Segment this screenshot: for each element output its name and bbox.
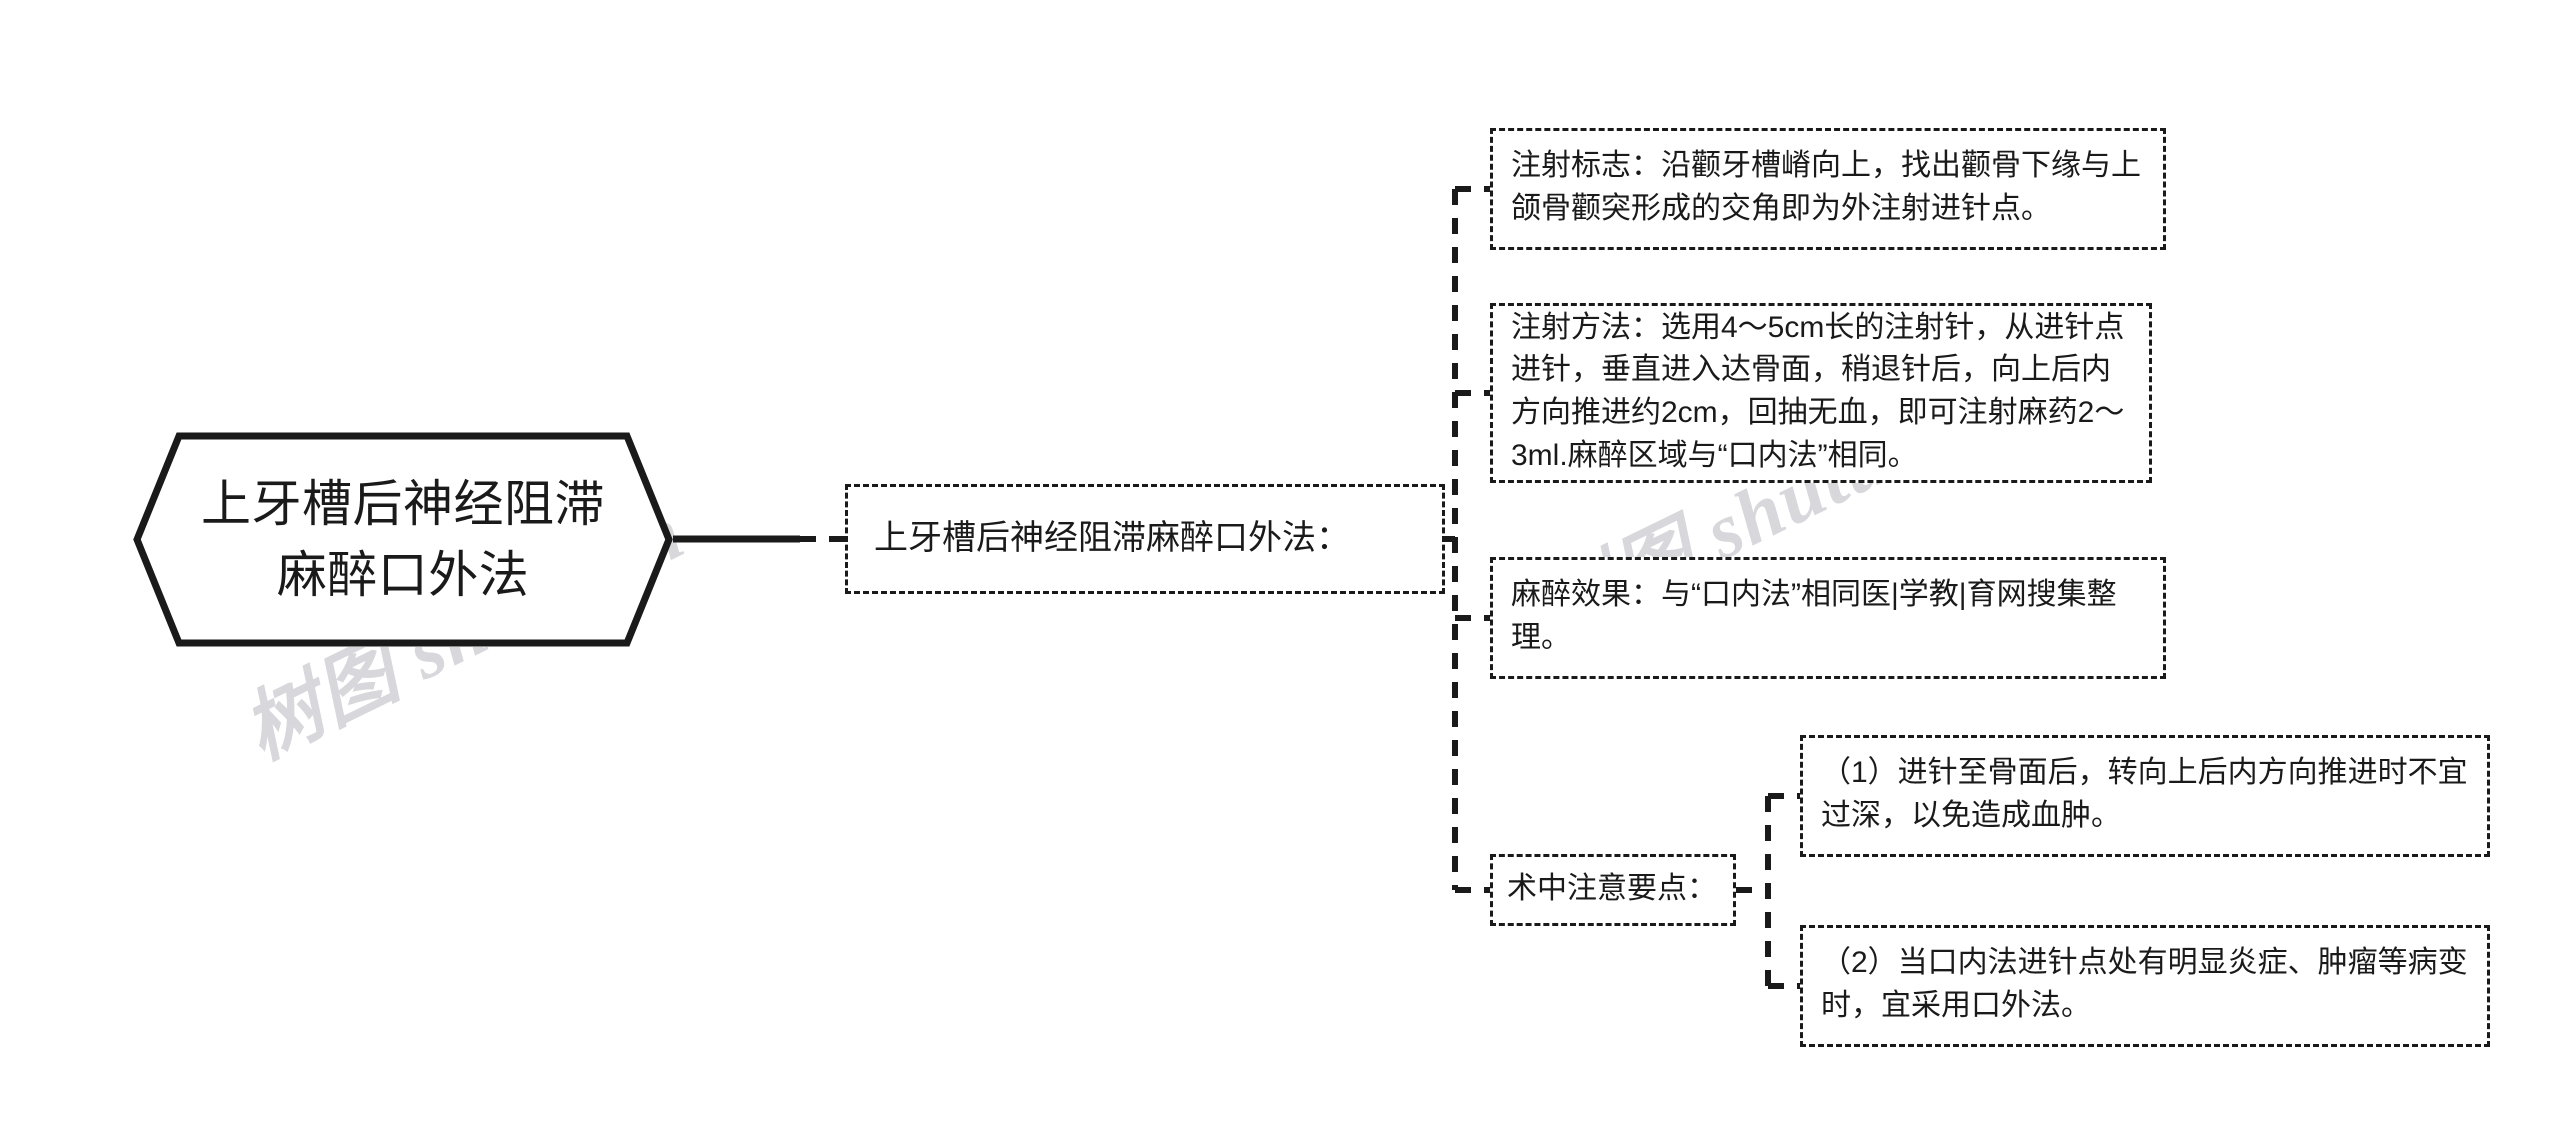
level2-node-label: 上牙槽后神经阻滞麻醉口外法： [874, 518, 1350, 557]
root-node[interactable]: 上牙槽后神经阻滞麻醉口外法 [133, 432, 673, 647]
connector-notes-subtrunk [1765, 793, 1800, 989]
sub-branch-node-note-2[interactable]: （2）当口内法进针点处有明显炎症、肿瘤等病变时，宜采用口外法。 [1800, 925, 2490, 1047]
branch-node-operative-notes[interactable]: 术中注意要点： [1490, 854, 1736, 926]
root-node-fill [133, 432, 673, 647]
branch-node-label: 麻醉效果：与“口内法”相同医|学教|育网搜集整理。 [1511, 578, 2117, 654]
connector-trunk-branches [1455, 186, 1490, 893]
root-node-outline [133, 432, 673, 647]
sub-branch-node-label: （1）进针至骨面后，转向上后内方向推进时不宜过深，以免造成血肿。 [1821, 756, 2468, 832]
sub-branch-node-note-1[interactable]: （1）进针至骨面后，转向上后内方向推进时不宜过深，以免造成血肿。 [1800, 735, 2490, 857]
branch-node-injection-landmark[interactable]: 注射标志：沿颧牙槽嵴向上，找出颧骨下缘与上颌骨颧突形成的交角即为外注射进针点。 [1490, 128, 2166, 250]
branch-node-label: 注射标志：沿颧牙槽嵴向上，找出颧骨下缘与上颌骨颧突形成的交角即为外注射进针点。 [1511, 149, 2141, 225]
sub-branch-node-label: （2）当口内法进针点处有明显炎症、肿瘤等病变时，宜采用口外法。 [1821, 946, 2468, 1022]
root-node-label: 上牙槽后神经阻滞麻醉口外法 [201, 475, 605, 603]
branch-node-label: 术中注意要点： [1507, 871, 1717, 905]
level2-node[interactable]: 上牙槽后神经阻滞麻醉口外法： [845, 484, 1445, 594]
branch-node-injection-method[interactable]: 注射方法：选用4～5cm长的注射针，从进针点进针，垂直进入达骨面，稍退针后，向上… [1490, 303, 2152, 483]
branch-node-label: 注射方法：选用4～5cm长的注射针，从进针点进针，垂直进入达骨面，稍退针后，向上… [1511, 310, 2125, 472]
branch-node-anesthesia-effect[interactable]: 麻醉效果：与“口内法”相同医|学教|育网搜集整理。 [1490, 557, 2166, 679]
